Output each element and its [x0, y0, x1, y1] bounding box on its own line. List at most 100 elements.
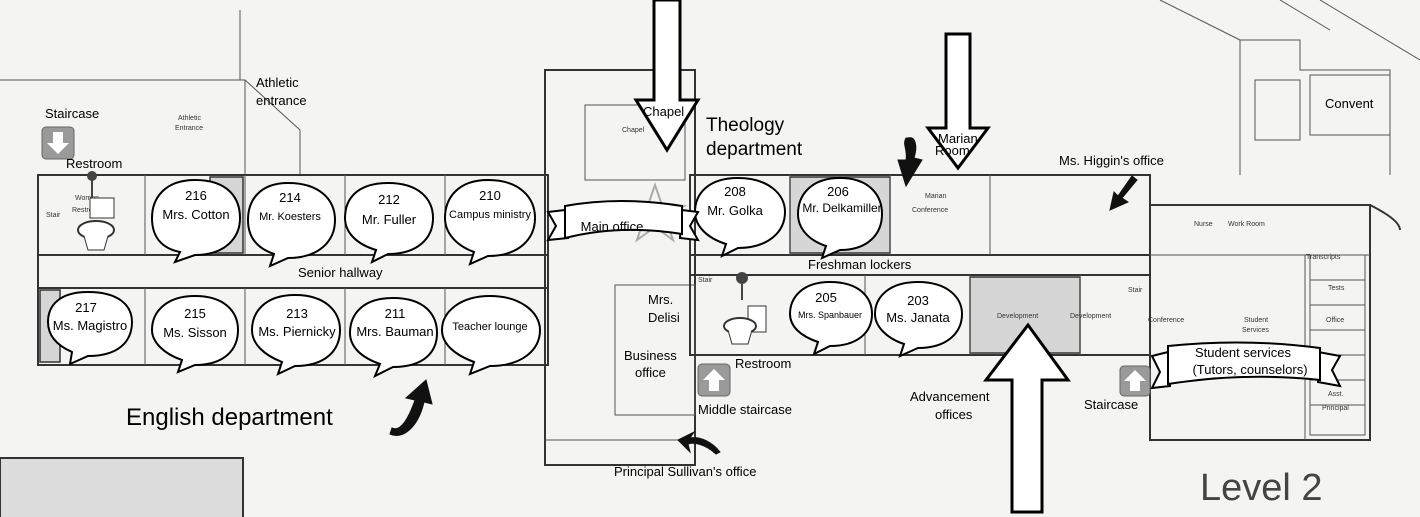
room-number: 213 [286, 306, 308, 321]
room-bubble-203: 203 Ms. Janata [873, 280, 964, 358]
chapel-arrow [633, 0, 701, 153]
curved-arrow-icon [389, 379, 433, 436]
room-number: 205 [815, 290, 837, 305]
room-bubble-210: 210 Campus ministry [443, 178, 537, 266]
principal-office-label: Principal Sullivan's office [614, 464, 756, 479]
freshman-lockers-label: Freshman lockers [808, 257, 912, 272]
staircase-down-icon [41, 126, 75, 160]
room-bubble-214: 214 Mr. Koesters [246, 181, 337, 268]
room-name: Teacher lounge [452, 321, 527, 333]
room-name: Ms. Piernicky [258, 324, 336, 339]
room-bubble-213: 213 Ms. Piernicky [250, 293, 342, 376]
curved-arrow-icon [897, 137, 923, 188]
room-number: 216 [185, 188, 207, 203]
print-stair-middle: Stair [698, 277, 713, 284]
room-number: 215 [184, 306, 206, 321]
room-name: Mr. Golka [707, 203, 763, 218]
room-bubble-216: 216 Mrs. Cotton [150, 178, 242, 264]
room-bubble-215: 215 Ms. Sisson [150, 294, 240, 374]
print-tests: Tests [1328, 285, 1345, 292]
print-services: Services [1242, 327, 1269, 334]
print-development-2: Development [1070, 313, 1111, 320]
main-office-banner: Main office [546, 200, 700, 242]
chapel-label: Chapel [643, 104, 684, 119]
student-services-label: Student services [1195, 345, 1292, 360]
room-name: Mr. Delkamiller [802, 201, 881, 215]
print-transcripts: Transcripts [1306, 254, 1341, 261]
print-nurse: Nurse [1194, 221, 1213, 228]
print-restroom-left: Restroom [72, 207, 103, 214]
english-department-label: English department [126, 404, 333, 431]
athletic-entrance-line1: Athletic [256, 75, 299, 90]
room-bubble-206: 206 Mr. Delkamiller [796, 176, 884, 260]
print-work-room: Work Room [1228, 221, 1265, 228]
room-name: Mr. Koesters [259, 211, 321, 223]
main-office-label: Main office [581, 219, 644, 234]
print-stair-right: Stair [1128, 287, 1143, 294]
print-conference: Conference [912, 207, 948, 214]
marian-room-arrow [925, 32, 991, 171]
toilet-icon [723, 272, 767, 345]
advancement-arrow [982, 322, 1071, 514]
print-marian: Marian [925, 193, 947, 200]
room-number: 211 [385, 306, 406, 321]
printed-map-labels: Athletic Entrance Chapel Marian Conferen… [46, 115, 1349, 412]
room-name: Mrs. Bauman [356, 324, 433, 339]
room-name: Ms. Sisson [163, 325, 227, 340]
ms-higgins-office-label: Ms. Higgin's office [1059, 153, 1164, 168]
room-bubble-205: 205 Mrs. Spanbauer [788, 280, 874, 356]
room-bubble-212: 212 Mr. Fuller [343, 181, 435, 264]
room-number: 203 [907, 293, 929, 308]
room-bubble-teacher-lounge: Teacher lounge [440, 294, 542, 376]
room-name: Mrs. Cotton [162, 207, 229, 222]
middle-staircase-label: Middle staircase [698, 402, 792, 417]
curved-arrow-icon [1109, 175, 1138, 211]
room-name: Ms. Magistro [53, 318, 127, 333]
print-student: Student [1244, 317, 1268, 324]
student-services-banner: Student services (Tutors, counselors) [1150, 341, 1342, 390]
convent-label: Convent [1325, 96, 1374, 111]
staircase-right-label: Staircase [1084, 397, 1138, 412]
room-name: Campus ministry [449, 209, 531, 221]
mrs-delisi-label: Mrs.Delisi [648, 292, 680, 325]
curved-arrow-icon [677, 430, 721, 455]
room-number: 208 [724, 184, 746, 199]
restroom-middle-label: Restroom [735, 356, 791, 371]
room-number: 217 [75, 300, 97, 315]
print-entrance: Entrance [175, 125, 203, 132]
print-conference-right: Conference [1148, 317, 1184, 324]
print-principal: Principal [1322, 405, 1349, 412]
room-number: 206 [827, 184, 849, 199]
toilet-icon [77, 171, 115, 251]
print-chapel: Chapel [622, 127, 645, 134]
print-athletic: Athletic [178, 115, 201, 122]
room-bubble-217: 217 Ms. Magistro [46, 290, 134, 366]
staircase-left-label: Staircase [45, 106, 99, 121]
student-services-sub-label: (Tutors, counselors) [1192, 362, 1307, 377]
level-label: Level 2 [1200, 467, 1323, 509]
print-stair-left: Stair [46, 212, 61, 219]
room-name: Mr. Fuller [362, 212, 417, 227]
room-number: 214 [279, 190, 301, 205]
room-number: 212 [378, 192, 400, 207]
room-bubble-208: 208 Mr. Golka [693, 176, 787, 258]
room-name: Mrs. Spanbauer [798, 310, 862, 320]
room-number: 210 [479, 188, 501, 203]
print-asst: Asst. [1328, 391, 1344, 398]
staircase-up-icon [1119, 365, 1151, 397]
room-name: Ms. Janata [886, 310, 950, 325]
staircase-up-icon [697, 363, 731, 397]
print-development-1: Development [997, 313, 1038, 320]
restroom-left-label: Restroom [66, 156, 122, 171]
print-office: Office [1326, 317, 1344, 324]
print-women: Women [75, 195, 99, 202]
room-bubble-211: 211 Mrs. Bauman [348, 296, 439, 379]
senior-hallway-label: Senior hallway [298, 265, 383, 280]
